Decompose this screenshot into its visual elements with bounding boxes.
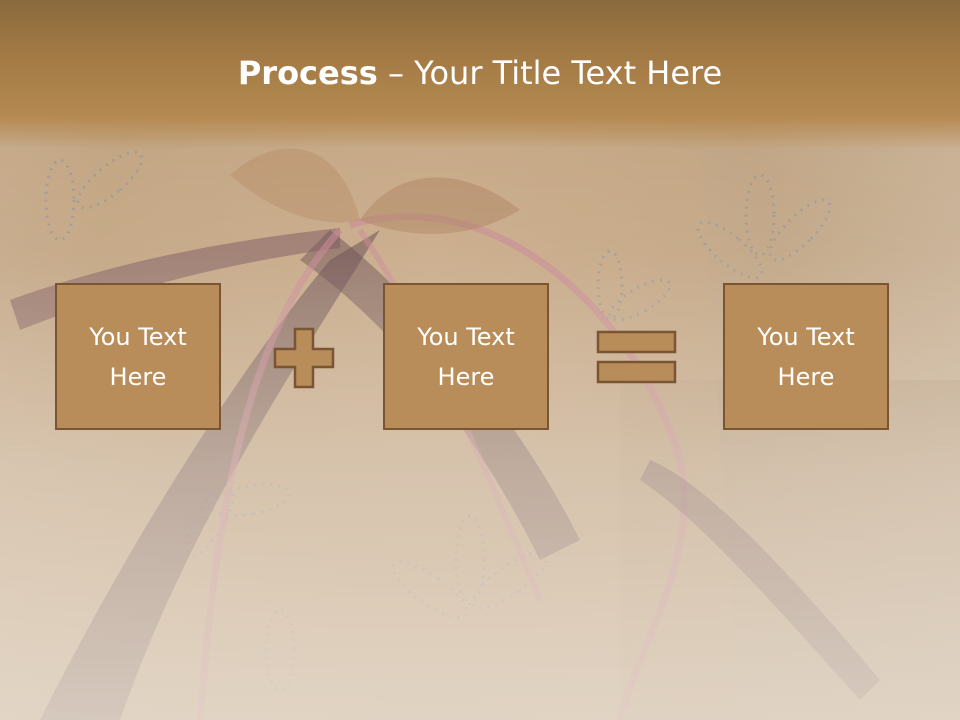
process-box-3[interactable]: You Text Here xyxy=(723,283,889,430)
plus-icon xyxy=(273,327,335,389)
process-box-2-label: You Text Here xyxy=(417,322,515,391)
title-bold: Process xyxy=(237,54,378,92)
equals-icon xyxy=(596,330,677,384)
process-box-2[interactable]: You Text Here xyxy=(383,283,549,430)
slide-title: Process – Your Title Text Here xyxy=(0,54,960,92)
process-box-1-label: You Text Here xyxy=(89,322,187,391)
title-rest: – Your Title Text Here xyxy=(377,54,723,92)
process-box-3-label: You Text Here xyxy=(757,322,855,391)
process-box-1[interactable]: You Text Here xyxy=(55,283,221,430)
title-bar xyxy=(0,0,960,150)
